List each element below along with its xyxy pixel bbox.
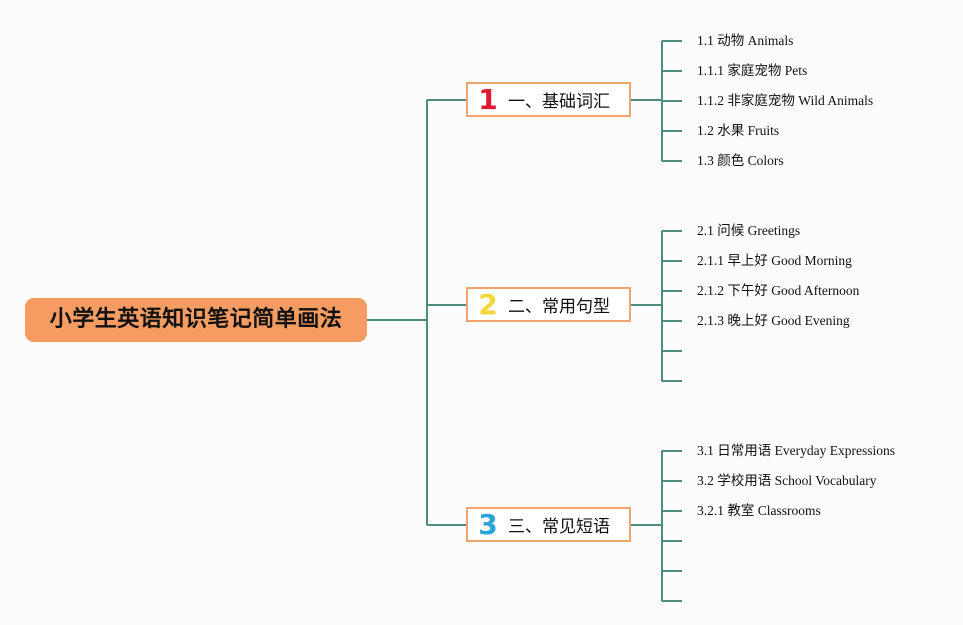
leaf-1-1[interactable]: 1.1 动物 Animals (697, 33, 794, 48)
branch-1-label: 一、基础词汇 (508, 92, 610, 112)
leaf-3-3[interactable]: 3.2.1 教室 Classrooms (697, 503, 821, 518)
leaf-1-2[interactable]: 1.1.1 家庭宠物 Pets (697, 63, 808, 78)
leaf-1-3[interactable]: 1.1.2 非家庭宠物 Wild Animals (697, 93, 874, 108)
leaf-1-5[interactable]: 1.3 颜色 Colors (697, 153, 784, 168)
branch-3-node[interactable]: 3 三、常见短语 (466, 507, 631, 542)
branch-1-node[interactable]: 1 一、基础词汇 (466, 82, 631, 117)
branch-2-label: 二、常用句型 (508, 297, 610, 317)
leaf-3-1[interactable]: 3.1 日常用语 Everyday Expressions (697, 443, 895, 458)
leaf-2-3[interactable]: 2.1.2 下午好 Good Afternoon (697, 283, 860, 298)
leaf-2-1[interactable]: 2.1 问候 Greetings (697, 223, 801, 238)
number-1-icon: 1 (478, 83, 498, 116)
leaf-2-2[interactable]: 2.1.1 早上好 Good Morning (697, 253, 852, 268)
leaf-3-2[interactable]: 3.2 学校用语 School Vocabulary (697, 473, 877, 488)
branch-2-node[interactable]: 2 二、常用句型 (466, 287, 631, 322)
number-2-icon: 2 (478, 288, 498, 321)
leaf-2-4[interactable]: 2.1.3 晚上好 Good Evening (697, 313, 850, 328)
number-3-icon: 3 (478, 508, 498, 541)
branch-3-label: 三、常见短语 (508, 517, 610, 537)
root-topic[interactable]: 小学生英语知识笔记简单画法 (25, 298, 367, 342)
leaf-1-4[interactable]: 1.2 水果 Fruits (697, 123, 780, 138)
